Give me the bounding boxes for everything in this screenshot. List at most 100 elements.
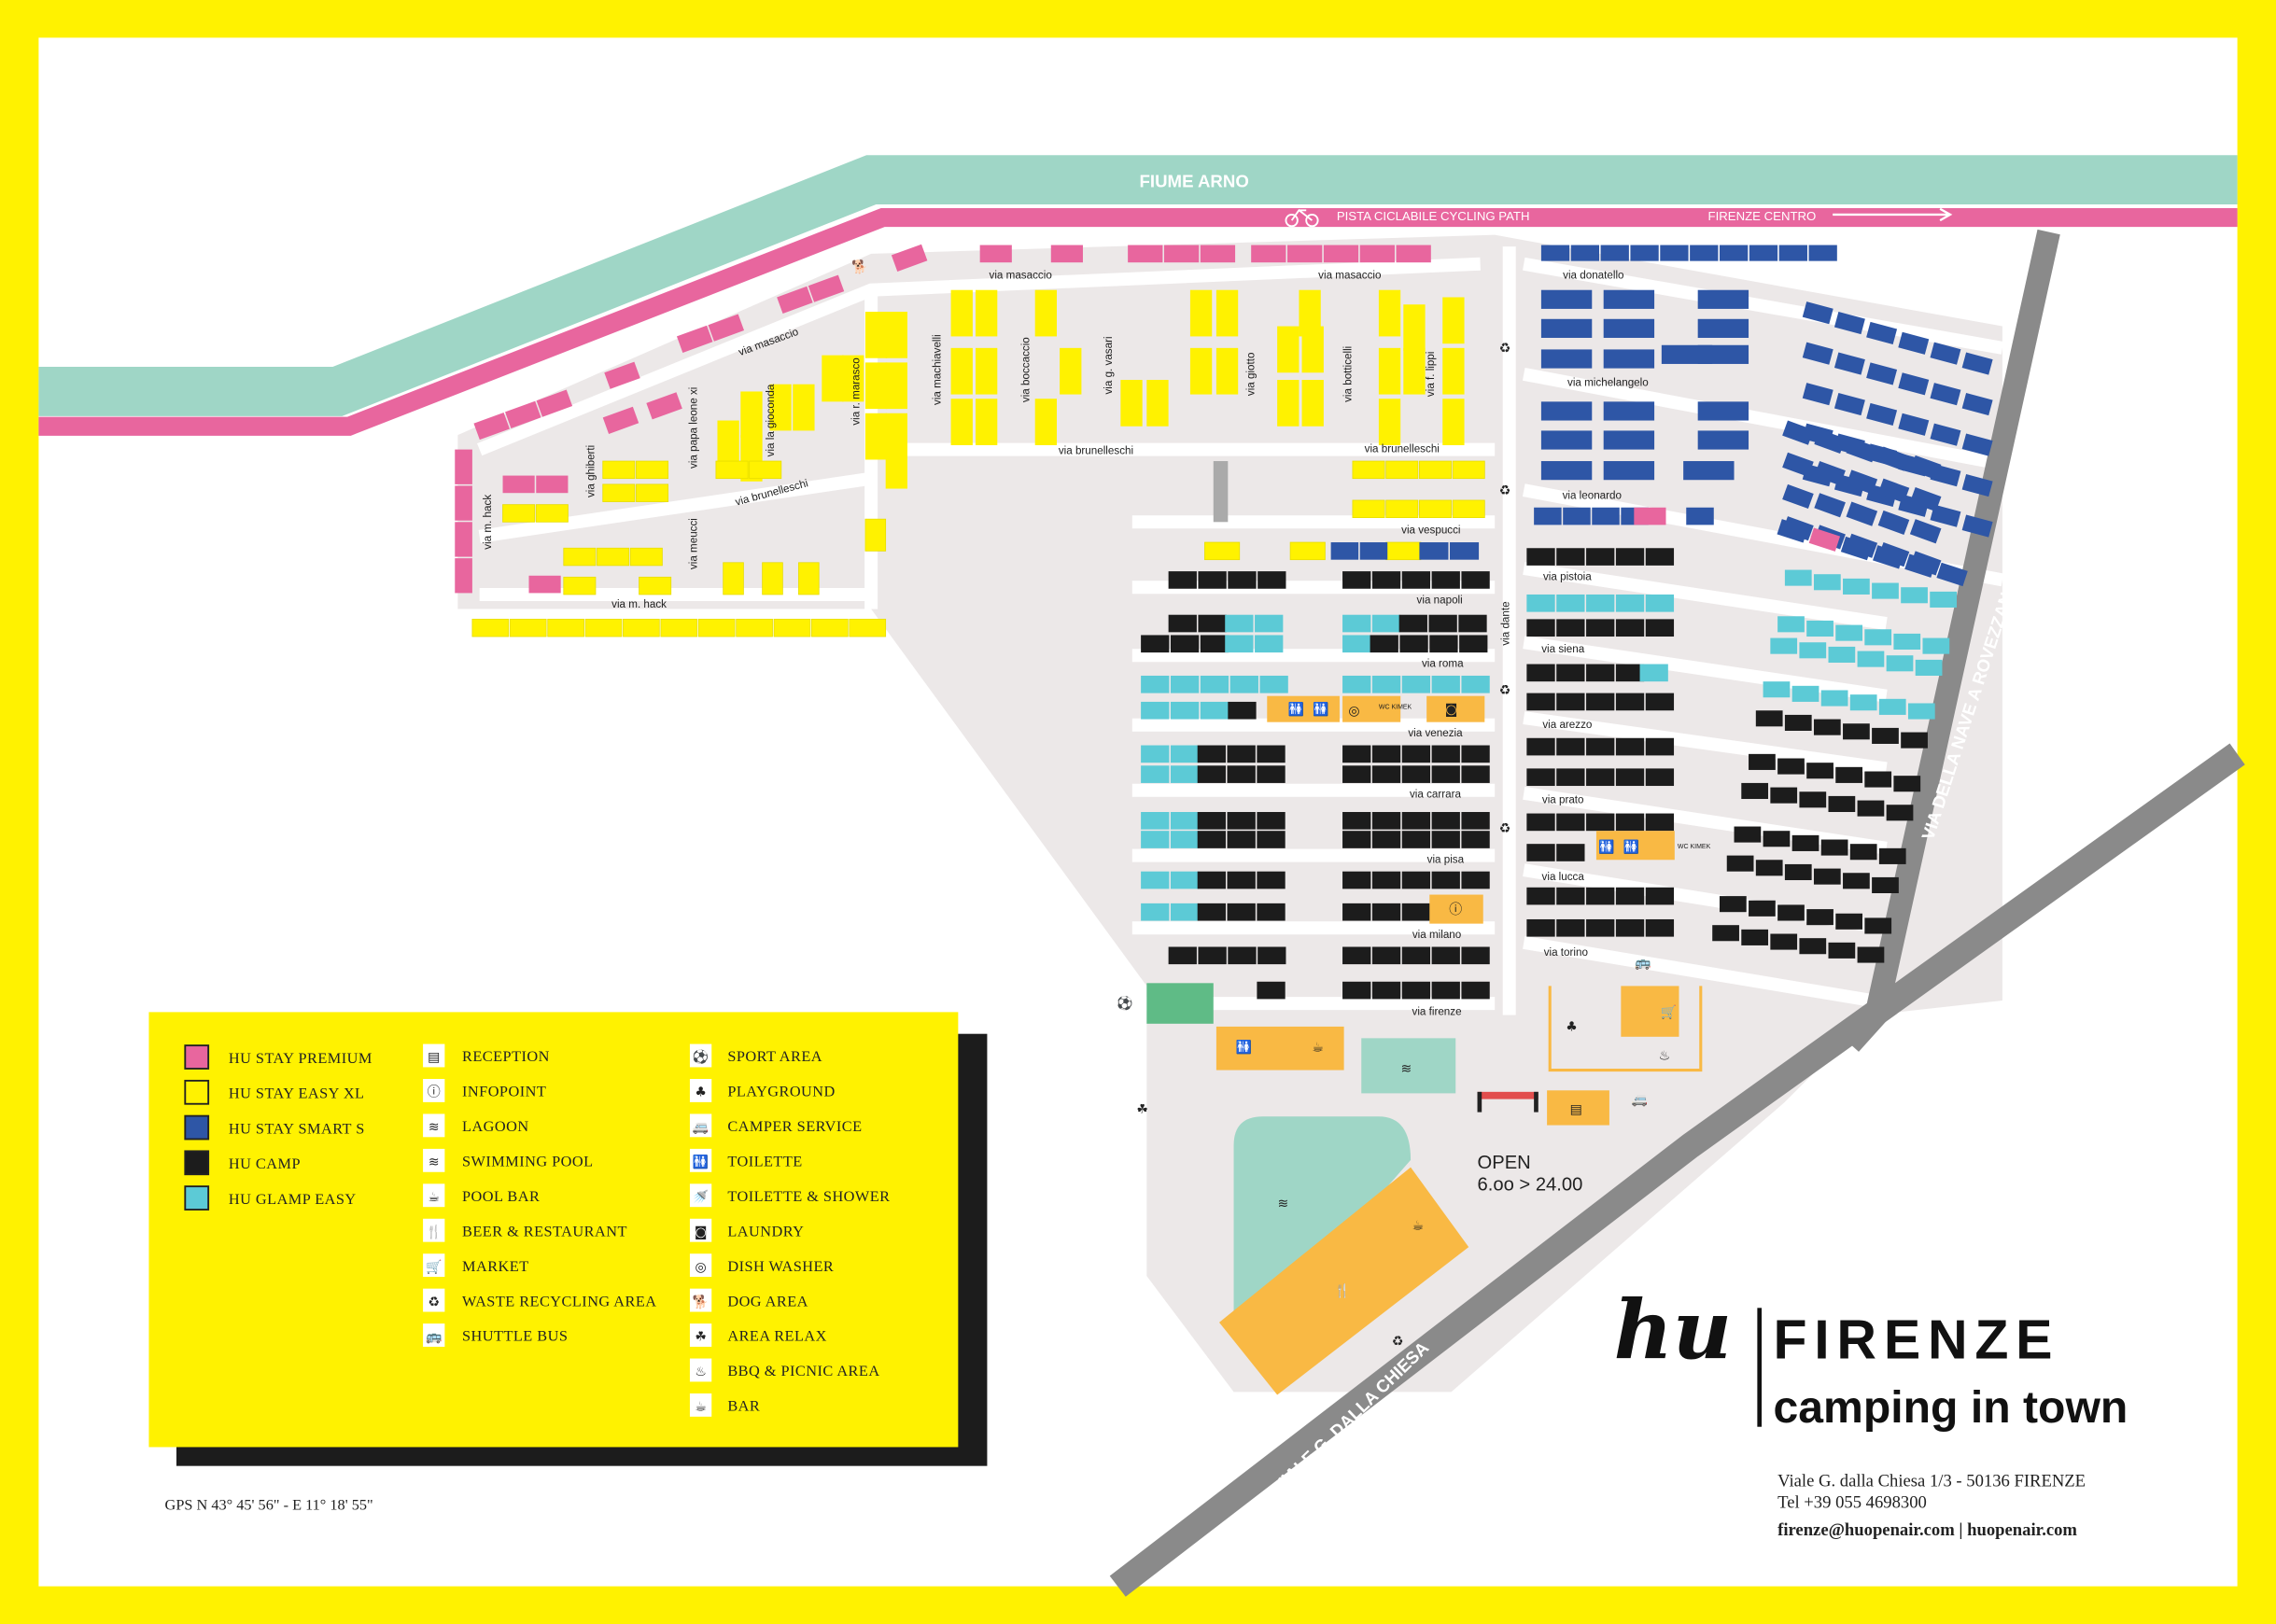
plot-easy_xl[interactable]	[629, 547, 663, 567]
plot-camp[interactable]	[1726, 855, 1754, 872]
plot-smart_s[interactable]	[1603, 461, 1655, 481]
plot-premium[interactable]	[777, 286, 813, 315]
plot-premium[interactable]	[602, 406, 639, 434]
plot-camp[interactable]	[1431, 831, 1460, 848]
info-icon[interactable]: ⓘ	[1449, 903, 1462, 917]
recycle-icon[interactable]: ♻	[1499, 821, 1511, 836]
plot-easy_xl[interactable]	[597, 547, 630, 567]
plot-easy_xl[interactable]	[639, 576, 672, 595]
plot-camp[interactable]	[1257, 871, 1286, 889]
plot-camp[interactable]	[1401, 871, 1431, 889]
plot-camp[interactable]	[1399, 635, 1428, 653]
plot-camp[interactable]	[1371, 765, 1401, 783]
plot-camp[interactable]	[1461, 981, 1490, 1000]
plot-camp[interactable]	[1342, 946, 1371, 965]
plot-camp[interactable]	[1615, 768, 1645, 787]
plot-easy_xl[interactable]	[885, 362, 907, 410]
plot-camp[interactable]	[1458, 614, 1487, 633]
plot-camp[interactable]	[1645, 887, 1675, 905]
plot-camp[interactable]	[1342, 903, 1371, 921]
plot-easy_xl[interactable]	[950, 347, 973, 395]
plot-camp[interactable]	[1586, 693, 1615, 711]
plot-glamp[interactable]	[1806, 620, 1833, 637]
plot-glamp[interactable]	[1461, 675, 1490, 693]
plot-glamp[interactable]	[1401, 675, 1431, 693]
plot-camp[interactable]	[1371, 812, 1401, 830]
plot-camp[interactable]	[1526, 664, 1555, 682]
plot-glamp[interactable]	[1907, 703, 1935, 720]
plot-camp[interactable]	[1459, 635, 1488, 653]
plot-camp[interactable]	[1200, 635, 1229, 653]
plot-camp[interactable]	[1197, 871, 1226, 889]
dog-icon[interactable]: 🐕	[851, 259, 867, 275]
plot-easy_xl[interactable]	[1452, 460, 1485, 480]
plot-camp[interactable]	[1398, 614, 1427, 633]
plot-camp[interactable]	[1401, 903, 1431, 921]
plot-easy_xl[interactable]	[471, 618, 510, 637]
barrier-gate[interactable]	[1477, 1091, 1538, 1113]
plot-camp[interactable]	[1197, 745, 1226, 763]
plot-easy_xl[interactable]	[602, 483, 636, 502]
infopoint-block[interactable]	[1429, 894, 1483, 924]
plot-glamp[interactable]	[1141, 903, 1170, 921]
toilet-icon[interactable]: 🚻	[1236, 1039, 1252, 1055]
plot-smart_s[interactable]	[1909, 487, 1942, 512]
plot-easy_xl[interactable]	[811, 618, 849, 637]
plot-smart_s[interactable]	[1450, 542, 1480, 560]
plot-easy_xl[interactable]	[1034, 289, 1057, 337]
plot-camp[interactable]	[1526, 768, 1555, 787]
plot-easy_xl[interactable]	[1034, 399, 1057, 445]
plot-camp[interactable]	[1227, 765, 1256, 783]
plot-camp[interactable]	[1197, 903, 1226, 921]
plot-camp[interactable]	[1371, 831, 1401, 848]
plot-easy_xl[interactable]	[885, 441, 907, 489]
plot-camp[interactable]	[1227, 871, 1256, 889]
plot-camp[interactable]	[1615, 548, 1645, 566]
plot-glamp[interactable]	[1371, 614, 1401, 633]
plot-easy_xl[interactable]	[1189, 347, 1213, 395]
plot-camp[interactable]	[1198, 946, 1227, 965]
plot-camp[interactable]	[1342, 871, 1371, 889]
plot-camp[interactable]	[1461, 871, 1490, 889]
plot-easy_xl[interactable]	[1403, 304, 1426, 351]
plot-camp[interactable]	[1586, 548, 1615, 566]
plot-smart_s[interactable]	[1802, 342, 1833, 365]
plot-camp[interactable]	[1170, 635, 1200, 653]
plot-camp[interactable]	[1461, 765, 1490, 783]
plot-easy_xl[interactable]	[1385, 541, 1422, 561]
toilet-icon[interactable]: 🚻	[1623, 839, 1639, 855]
plot-camp[interactable]	[1849, 844, 1877, 861]
plot-camp[interactable]	[1342, 812, 1371, 830]
plot-easy_xl[interactable]	[1442, 399, 1465, 445]
plot-premium[interactable]	[1396, 245, 1431, 263]
plot-smart_s[interactable]	[1540, 349, 1593, 369]
plot-camp[interactable]	[1257, 812, 1286, 830]
plot-camp[interactable]	[1791, 834, 1819, 851]
plot-smart_s[interactable]	[1540, 430, 1593, 450]
plot-easy_xl[interactable]	[762, 562, 783, 595]
plot-premium[interactable]	[708, 314, 745, 342]
reception-icon[interactable]: ▤	[1570, 1102, 1582, 1117]
plot-easy_xl[interactable]	[1419, 460, 1452, 480]
plot-camp[interactable]	[1770, 933, 1798, 950]
plot-premium[interactable]	[979, 245, 1012, 263]
plot-smart_s[interactable]	[1719, 245, 1749, 261]
plot-glamp[interactable]	[1342, 635, 1371, 653]
plot-easy_xl[interactable]	[1378, 399, 1401, 445]
plot-camp[interactable]	[1645, 918, 1675, 937]
plot-glamp[interactable]	[1828, 646, 1856, 663]
reception[interactable]	[1547, 1090, 1609, 1126]
plot-camp[interactable]	[1431, 946, 1460, 965]
plot-camp[interactable]	[1857, 946, 1885, 963]
plot-camp[interactable]	[1755, 860, 1783, 876]
plot-camp[interactable]	[1342, 745, 1371, 763]
swimming-pool[interactable]	[1361, 1038, 1456, 1094]
laundry-icon[interactable]: ◙	[1445, 702, 1458, 717]
plot-glamp[interactable]	[1872, 582, 1899, 599]
plot-camp[interactable]	[1227, 812, 1256, 830]
plot-glamp[interactable]	[1259, 675, 1288, 693]
plot-glamp[interactable]	[1141, 701, 1170, 720]
plot-smart_s[interactable]	[1697, 430, 1749, 450]
plot-premium[interactable]	[604, 361, 640, 389]
plot-camp[interactable]	[1872, 727, 1899, 744]
